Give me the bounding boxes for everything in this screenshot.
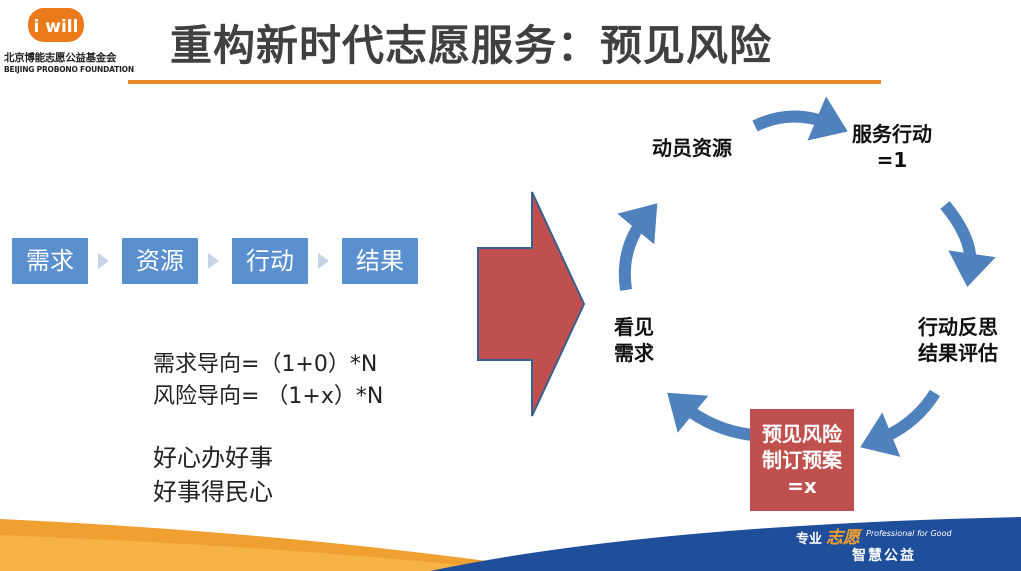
cycle-label-mobilize: 动员资源 <box>652 136 732 160</box>
footer-slogan-1: 专业 <box>796 532 823 547</box>
cycle-arrow-top <box>752 96 848 141</box>
footer-slogan-2: 智慧公益 <box>852 548 916 564</box>
process-step-result: 结果 <box>342 238 418 284</box>
footer-swoosh <box>0 517 1021 571</box>
risk-foresight-box: 预见风险 制订预案 =x <box>750 409 854 511</box>
cycle-arrow-bottom-right <box>860 389 941 457</box>
foundation-name-en: BEIJING PROBONO FOUNDATION <box>4 65 134 74</box>
formula-demand: 需求导向=（1+0）*N <box>153 352 378 377</box>
title-underline <box>128 80 881 84</box>
process-step-resource: 资源 <box>122 238 198 284</box>
cycle-arrow-bottom-left <box>667 392 753 441</box>
slide-title: 重构新时代志愿服务：预见风险 <box>170 21 773 70</box>
motto-line-2: 好事得民心 <box>153 478 273 506</box>
arrow-right-icon <box>98 253 109 269</box>
cycle-arrow-left <box>617 203 658 291</box>
formula-risk: 风险导向= （1+x）*N <box>153 384 384 409</box>
footer-slogan-char: 志愿 <box>826 528 860 548</box>
cycle-label-reflect: 行动反思 结果评估 <box>918 315 998 365</box>
process-step-demand: 需求 <box>12 238 88 284</box>
cycle-label-service: 服务行动 =1 <box>852 122 932 172</box>
cycle-label-see-demand: 看见 需求 <box>614 315 654 365</box>
logo-icon: i will <box>28 8 84 42</box>
cycle-arrow-right <box>940 201 996 288</box>
process-step-action: 行动 <box>232 238 308 284</box>
footer-slogan-en: Professional for Good <box>866 529 952 538</box>
logo-text: i will <box>34 17 79 37</box>
arrow-right-icon <box>318 253 329 269</box>
arrow-right-icon <box>208 253 219 269</box>
motto-line-1: 好心办好事 <box>153 444 273 472</box>
foundation-name-cn: 北京博能志愿公益基金会 <box>4 52 117 64</box>
big-right-arrow-icon <box>477 191 586 417</box>
